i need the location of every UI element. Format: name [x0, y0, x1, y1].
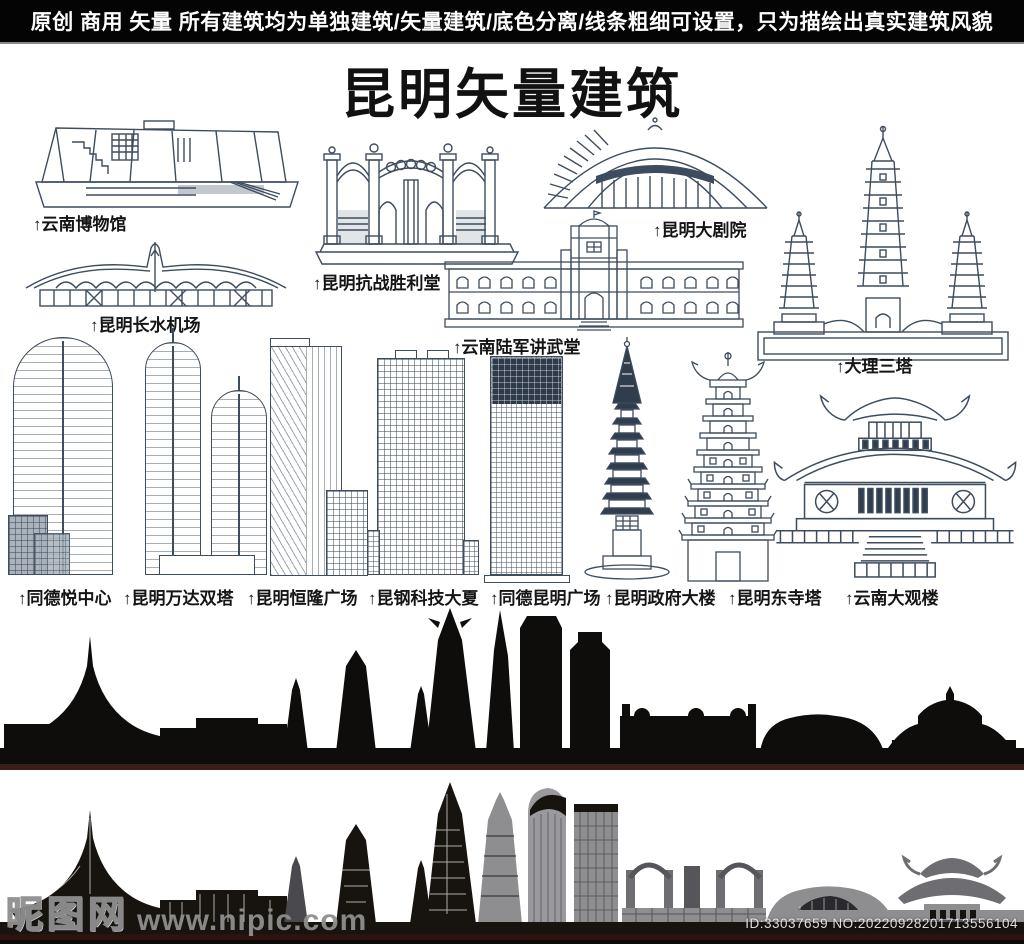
label-grand-theater: ↑昆明大剧院: [653, 221, 747, 240]
label-dali-three-pagodas: ↑大理三塔: [836, 357, 913, 376]
hanglung-plaza-illustration: [268, 338, 368, 583]
tongde-yue-center-illustration: [8, 337, 122, 583]
grand-theater-illustration: [543, 117, 768, 209]
label-tongde-km-plaza: ↑同德昆明广场: [490, 589, 601, 608]
top-banner: 原创 商用 矢量 所有建筑均为单独建筑/矢量建筑/底色分离/线条粗细可设置，只为…: [0, 0, 1024, 44]
label-wanda-twin-towers: ↑昆明万达双塔: [123, 589, 234, 608]
watermark: 昵图网 www.nipic.com: [5, 884, 368, 938]
military-academy-illustration: [444, 210, 744, 331]
kungang-tech-illustration: [367, 350, 479, 583]
label-yunnan-museum: ↑云南博物馆: [33, 215, 127, 234]
label-hanglung-plaza: ↑昆明恒隆广场: [247, 589, 358, 608]
label-dongsi-pagoda: ↑昆明东寺塔: [728, 589, 822, 608]
victory-hall-illustration: [314, 143, 520, 265]
label-government-tower: ↑昆明政府大楼: [605, 589, 716, 608]
skyline-silhouette-black: [0, 608, 1024, 770]
label-daguanlou: ↑云南大观楼: [845, 589, 939, 608]
image-id-text: ID:33037659 NO:20220928201713556104: [745, 916, 1018, 931]
watermark-url: www.nipic.com: [137, 904, 368, 937]
label-victory-hall: ↑昆明抗战胜利堂: [313, 274, 441, 293]
label-military-academy: ↑云南陆军讲武堂: [453, 338, 581, 357]
changshui-airport-illustration: [25, 242, 287, 307]
skyline-detailed-dark: [0, 782, 1024, 944]
daguanlou-illustration: [773, 394, 1017, 578]
banner-text: 原创 商用 矢量 所有建筑均为单独建筑/矢量建筑/底色分离/线条粗细可设置，只为…: [30, 11, 994, 34]
label-changshui-airport: ↑昆明长水机场: [90, 316, 201, 335]
yunnan-museum-illustration: [35, 120, 299, 208]
government-tower-illustration: [584, 337, 670, 580]
watermark-logo: 昵图网: [5, 893, 129, 936]
page-title: 昆明矢量建筑: [341, 65, 683, 125]
wanda-twin-towers-illustration: [145, 328, 270, 583]
label-kungang-tech: ↑昆钢科技大夏: [368, 589, 479, 608]
dali-three-pagodas-illustration: [757, 125, 1009, 361]
label-tongde-yue-center: ↑同德悦中心: [18, 589, 112, 608]
dongsi-pagoda-illustration: [678, 352, 778, 582]
tongde-km-plaza-illustration: [484, 356, 572, 583]
